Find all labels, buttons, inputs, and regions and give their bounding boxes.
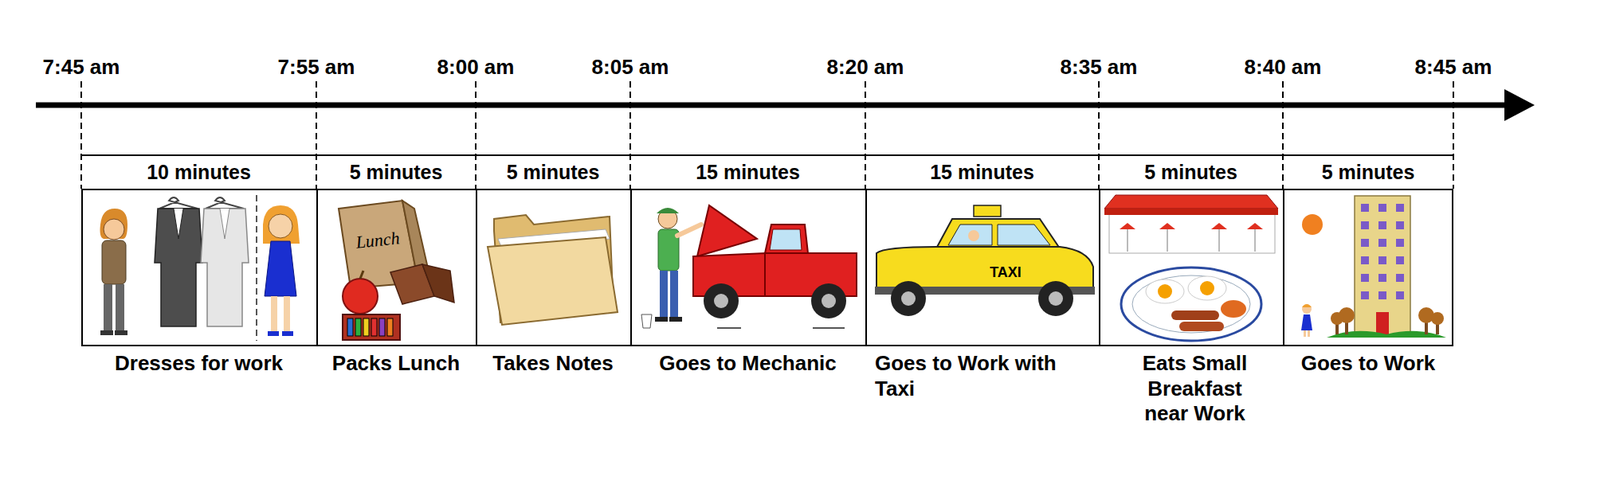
duration-label: 5 minutes [1282,155,1454,189]
time-label: 7:55 am [278,54,356,80]
duration-label: 5 minutes [475,155,631,189]
breakfast-illustration [1104,195,1279,342]
timeline-step: 5 minutesTakes Notes [475,155,631,377]
taxi-illustration [874,205,1095,317]
step-caption: Takes Notes [475,351,631,377]
step-panel [1282,188,1454,347]
duration-label: 15 minutes [865,155,1099,189]
bag-text: Lunch [354,227,400,254]
step-caption: Dresses for work [81,351,317,377]
step-panel [630,188,866,347]
timeline-step: 5 minutesPacks Lunch [316,155,476,377]
dressing-illustration [100,195,301,342]
step-panel [1098,188,1283,347]
time-label: 8:00 am [437,54,515,80]
duration-label: 5 minutes [316,155,476,189]
duration-label: 15 minutes [630,155,866,189]
time-label: 8:35 am [1060,54,1138,80]
mechanic-illustration [641,205,857,329]
step-caption: Packs Lunch [316,351,476,377]
step-caption: Eats Small Breakfast near Work [1129,351,1261,428]
time-label: 8:20 am [827,54,905,80]
step-panel [865,188,1099,347]
timeline-step: 15 minutesGoes to Work with Taxi [865,155,1099,402]
step-panel [316,188,476,347]
step-panel [81,188,317,347]
step-caption: Goes to Work with Taxi [874,351,1099,402]
duration-label: 10 minutes [81,155,317,189]
taxi-text: TAXI [989,264,1022,282]
folder-illustration [487,215,618,326]
time-label: 7:45 am [43,54,121,80]
timeline-step: 5 minutesGoes to Work [1282,155,1454,377]
time-axis [35,102,1510,109]
time-label: 8:45 am [1415,54,1493,80]
timeline-step: 5 minutesEats Small Breakfast near Work [1098,155,1283,428]
lunch-illustration [338,200,455,341]
axis-arrowhead [1504,89,1535,122]
step-panel [475,188,631,347]
duration-label: 5 minutes [1098,155,1283,189]
duration-bracket [81,154,1454,157]
time-label: 8:05 am [592,54,670,80]
step-caption: Goes to Mechanic [630,351,866,377]
time-label: 8:40 am [1244,54,1322,80]
tick-lines [81,81,1454,189]
office-illustration [1301,196,1447,338]
timeline-step: 10 minutesDresses for work [81,155,317,377]
timeline-step: 15 minutesGoes to Mechanic [630,155,866,377]
step-caption: Goes to Work [1282,351,1454,377]
